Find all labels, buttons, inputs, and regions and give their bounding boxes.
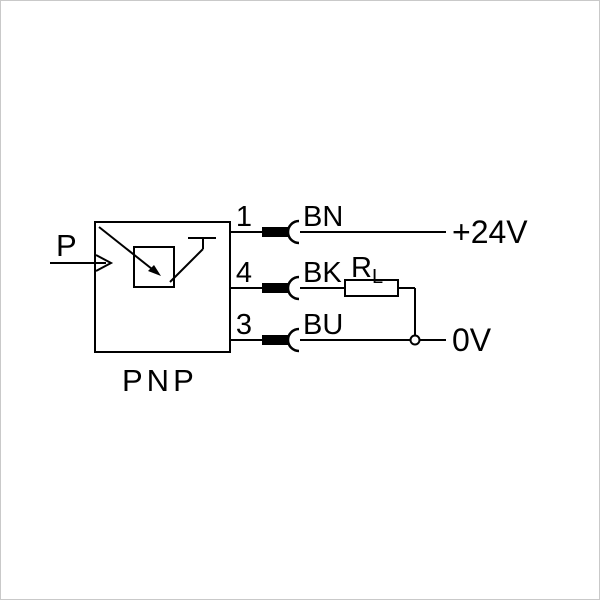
- junction-node: [409, 334, 421, 346]
- pin-3-number: 3: [236, 309, 252, 341]
- zero-rail-label: 0V: [452, 322, 492, 358]
- pin-3-connector-socket-icon: [286, 327, 300, 353]
- spring-box: [133, 246, 175, 288]
- load-resistor-subscript: L: [372, 266, 383, 288]
- switch-contact-blade: [169, 248, 204, 283]
- pin-4-connector-pin-icon: [262, 283, 288, 293]
- adjustment-arrow-line: [98, 226, 153, 270]
- output-type-label: PNP: [122, 363, 198, 398]
- pin-1-connector-socket-icon: [286, 219, 300, 245]
- diagram-labels: P 1 4 3 BN BK BU R L +24V 0V PNP: [56, 201, 528, 398]
- pin-1-wire-color-label: BN: [303, 201, 343, 233]
- adjustment-arrowhead-icon: [148, 265, 161, 276]
- pin-1-number: 1: [236, 201, 252, 233]
- pressure-switch-symbol: [98, 226, 216, 288]
- pin-3-connector-pin-icon: [262, 335, 288, 345]
- diagram-linework: [50, 219, 446, 353]
- pin-3-wire-color-label: BU: [303, 309, 343, 341]
- pin-4-wire-color-label: BK: [303, 257, 342, 289]
- diagram-solids: [148, 227, 288, 345]
- pin-1-connector-pin-icon: [262, 227, 288, 237]
- load-resistor-label: R: [351, 252, 372, 284]
- pressure-port-label: P: [56, 228, 77, 263]
- pin-4-number: 4: [236, 257, 252, 289]
- pressure-input-arrowhead-icon: [95, 254, 114, 272]
- pin-4-connector-socket-icon: [286, 275, 300, 301]
- positive-rail-label: +24V: [452, 214, 528, 250]
